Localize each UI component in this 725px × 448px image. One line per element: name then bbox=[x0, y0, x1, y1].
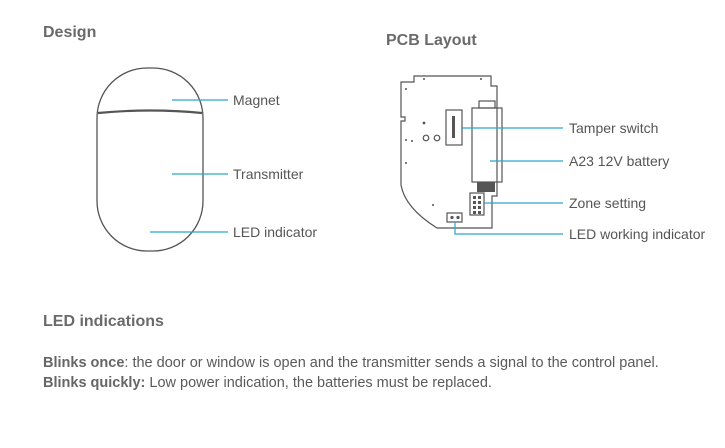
pcb-board bbox=[400, 75, 498, 229]
blinks-once-term: Blinks once bbox=[43, 355, 125, 371]
magnet-seam bbox=[97, 109, 203, 115]
blinks-quickly-term: Blinks quickly: bbox=[43, 375, 146, 391]
blinks-quickly-description: Low power indication, the batteries must… bbox=[149, 375, 492, 391]
tamper-switch-label: Tamper switch bbox=[569, 120, 659, 136]
led-working-label: LED working indicator bbox=[569, 226, 706, 242]
zone-setting-label: Zone setting bbox=[569, 195, 647, 211]
led-indications-text: Blinks once: the door or window is open … bbox=[43, 353, 711, 393]
battery-label: A23 12V battery bbox=[569, 153, 670, 169]
zone-dip-switch bbox=[469, 192, 485, 216]
blinks-once-description: the door or window is open and the trans… bbox=[132, 355, 659, 371]
mount-hole-left bbox=[422, 134, 430, 142]
led-indicator-label: LED indicator bbox=[233, 224, 318, 240]
device-body bbox=[96, 67, 204, 252]
mount-hole-right bbox=[433, 134, 441, 142]
led-working-component bbox=[446, 212, 463, 223]
led-indications-heading: LED indications bbox=[43, 313, 164, 330]
led-working-leader bbox=[454, 222, 563, 235]
blinks-once-paragraph: Blinks once: the door or window is open … bbox=[43, 355, 659, 371]
pcb-layout-heading: PCB Layout bbox=[386, 32, 477, 49]
pcb-illustration bbox=[400, 75, 503, 229]
device-illustration bbox=[96, 67, 204, 252]
transmitter-label: Transmitter bbox=[233, 166, 304, 182]
battery-terminal-bottom bbox=[477, 182, 495, 192]
magnet-label: Magnet bbox=[233, 92, 280, 108]
blinks-quickly-paragraph: Blinks quickly: Low power indication, th… bbox=[43, 373, 711, 393]
design-heading: Design bbox=[43, 24, 97, 41]
diagrams bbox=[96, 67, 563, 252]
tamper-switch-lever bbox=[452, 116, 455, 138]
battery-terminal-top bbox=[478, 100, 496, 109]
